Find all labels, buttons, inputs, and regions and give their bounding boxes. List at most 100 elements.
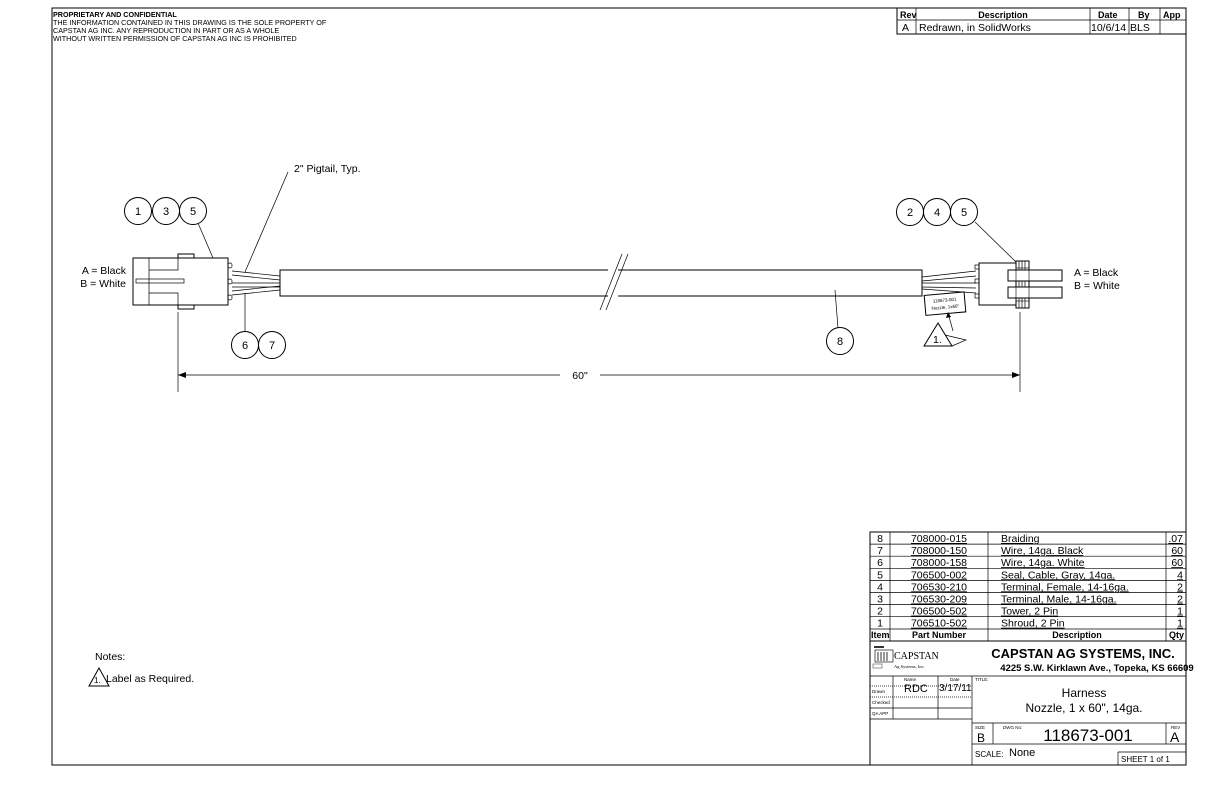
bom-header-qty: Qty: [1169, 630, 1184, 640]
drawn-label: Drawn: [872, 689, 886, 694]
tag-description: Nozzle, 1x60": [931, 303, 959, 310]
capstan-logo: CAPSTAN Ag Systems, Inc.: [872, 646, 939, 670]
bom-item: 5: [877, 569, 883, 581]
bom-description: Shroud, 2 Pin: [1001, 618, 1065, 630]
bom-qty: .07: [1168, 533, 1183, 545]
bom-header-description: Description: [1052, 630, 1102, 640]
bom-item: 4: [877, 581, 883, 593]
bom-part-number: 708000-150: [911, 545, 967, 557]
flag-number: 1.: [933, 334, 942, 346]
notice-title: PROPRIETARY AND CONFIDENTIAL: [53, 10, 177, 19]
bom-part-number: 706500-502: [911, 606, 967, 618]
bom-qty: 4: [1177, 569, 1183, 581]
by-header: By: [1138, 10, 1150, 20]
notice-line: CAPSTAN AG INC. ANY REPRODUCTION IN PART…: [53, 26, 279, 35]
braid-balloon: 8: [826, 327, 854, 355]
bom-part-number: 708000-015: [911, 533, 967, 545]
title-label: TITLE:: [975, 677, 989, 682]
qa-label: QA APP: [872, 711, 888, 716]
length-dimension: 60": [177, 312, 1021, 392]
notice-line: THE INFORMATION CONTAINED IN THIS DRAWIN…: [53, 18, 327, 27]
balloon: 5: [961, 207, 967, 219]
notice-line: WITHOUT WRITTEN PERMISSION OF CAPSTAN AG…: [53, 34, 297, 43]
balloon: 3: [163, 206, 169, 218]
bom-qty: 2: [1177, 594, 1183, 606]
bom-description: Wire, 14ga. Black: [1001, 545, 1084, 557]
bom-qty: 60: [1171, 545, 1183, 557]
checked-label: Checked: [872, 700, 890, 705]
bom-header-item: Item: [871, 630, 890, 640]
rev-label: REV: [1171, 725, 1180, 730]
bom-description: Terminal, Male, 14-16ga.: [1001, 594, 1117, 606]
balloon: 6: [242, 340, 248, 352]
bom-description: Seal, Cable, Gray, 14ga.: [1001, 569, 1115, 581]
bom-qty: 1: [1177, 606, 1183, 618]
balloon: 7: [269, 340, 275, 352]
left-top-balloons: 1 3 5: [124, 197, 207, 225]
left-pinout-a: A = Black: [82, 265, 127, 277]
bom-part-number: 706510-502: [911, 618, 967, 630]
left-connector: [132, 253, 233, 310]
left-bottom-balloons: 6 7: [231, 331, 286, 359]
rev-value: A: [902, 22, 909, 34]
notes-title: Notes:: [95, 651, 125, 663]
bom-description: Wire, 14ga. White: [1001, 557, 1085, 569]
bom-description: Tower, 2 Pin: [1001, 606, 1058, 618]
left-pigtail-wires: [231, 270, 281, 296]
dimension-value: 60": [572, 370, 588, 382]
logo-name: CAPSTAN: [894, 651, 939, 662]
logo-subtitle: Ag Systems, Inc.: [894, 664, 925, 670]
app-header: App: [1163, 10, 1181, 20]
revision-table: Rev Description Date By App A Redrawn, i…: [896, 7, 1187, 35]
bom-part-number: 708000-158: [911, 557, 967, 569]
bom-item: 6: [877, 557, 883, 569]
bom-part-number: 706500-002: [911, 569, 967, 581]
description-header: Description: [978, 10, 1028, 20]
scale-value: None: [1009, 747, 1035, 759]
right-top-balloons: 2 4 5: [896, 198, 978, 226]
sheet-number: SHEET 1 of 1: [1121, 755, 1170, 764]
note-flag: 1.: [94, 676, 101, 685]
rev-date: 10/6/14: [1091, 22, 1126, 34]
scale-label: SCALE:: [975, 750, 1003, 759]
label-tag: 118673-001 Nozzle, 1x60": [923, 291, 967, 316]
drawn-date: 3/17/11: [939, 683, 972, 694]
leader-lines: [197, 171, 1017, 332]
right-pinout-a: A = Black: [1074, 267, 1119, 279]
rev-description: Redrawn, in SolidWorks: [919, 22, 1031, 34]
date-label: Date: [950, 677, 960, 682]
bom-qty: 1: [1177, 618, 1183, 630]
balloon: 8: [837, 336, 843, 348]
bom-item: 3: [877, 594, 883, 606]
braided-cable: [279, 253, 923, 311]
tag-part-number: 118673-001: [933, 297, 958, 304]
notes: Notes: 1. Label as Required.: [88, 651, 194, 687]
left-pinout-b: B = White: [80, 278, 126, 290]
rev-by: BLS: [1130, 22, 1150, 34]
rev-letter: A: [1170, 729, 1180, 745]
drawing-number: 118673-001: [1043, 726, 1133, 745]
bom-qty: 60: [1171, 557, 1183, 569]
bom-item: 7: [877, 545, 883, 557]
right-pigtail-wires: [921, 270, 977, 294]
company-address: 4225 S.W. Kirklawn Ave., Topeka, KS 6660…: [1000, 663, 1193, 674]
balloon: 1: [135, 206, 141, 218]
balloon: 2: [907, 207, 913, 219]
balloon: 4: [934, 207, 940, 219]
bom-qty: 2: [1177, 581, 1183, 593]
bom-description: Terminal, Female, 14-16ga.: [1001, 581, 1129, 593]
date-header: Date: [1098, 10, 1118, 20]
rev-header: Rev: [900, 10, 917, 20]
label-flag: 1.: [923, 312, 968, 347]
bom-part-number: 706530-210: [911, 581, 967, 593]
bom-item: 1: [877, 618, 883, 630]
bom-part-number: 706530-209: [911, 594, 967, 606]
title-block: CAPSTAN Ag Systems, Inc. CAPSTAN AG SYST…: [869, 640, 1194, 766]
note-text: Label as Required.: [106, 673, 194, 685]
size-label: SIZE: [975, 725, 985, 730]
drawing-border: [51, 7, 1187, 766]
bom-item: 8: [877, 533, 883, 545]
bom-item: 2: [877, 606, 883, 618]
